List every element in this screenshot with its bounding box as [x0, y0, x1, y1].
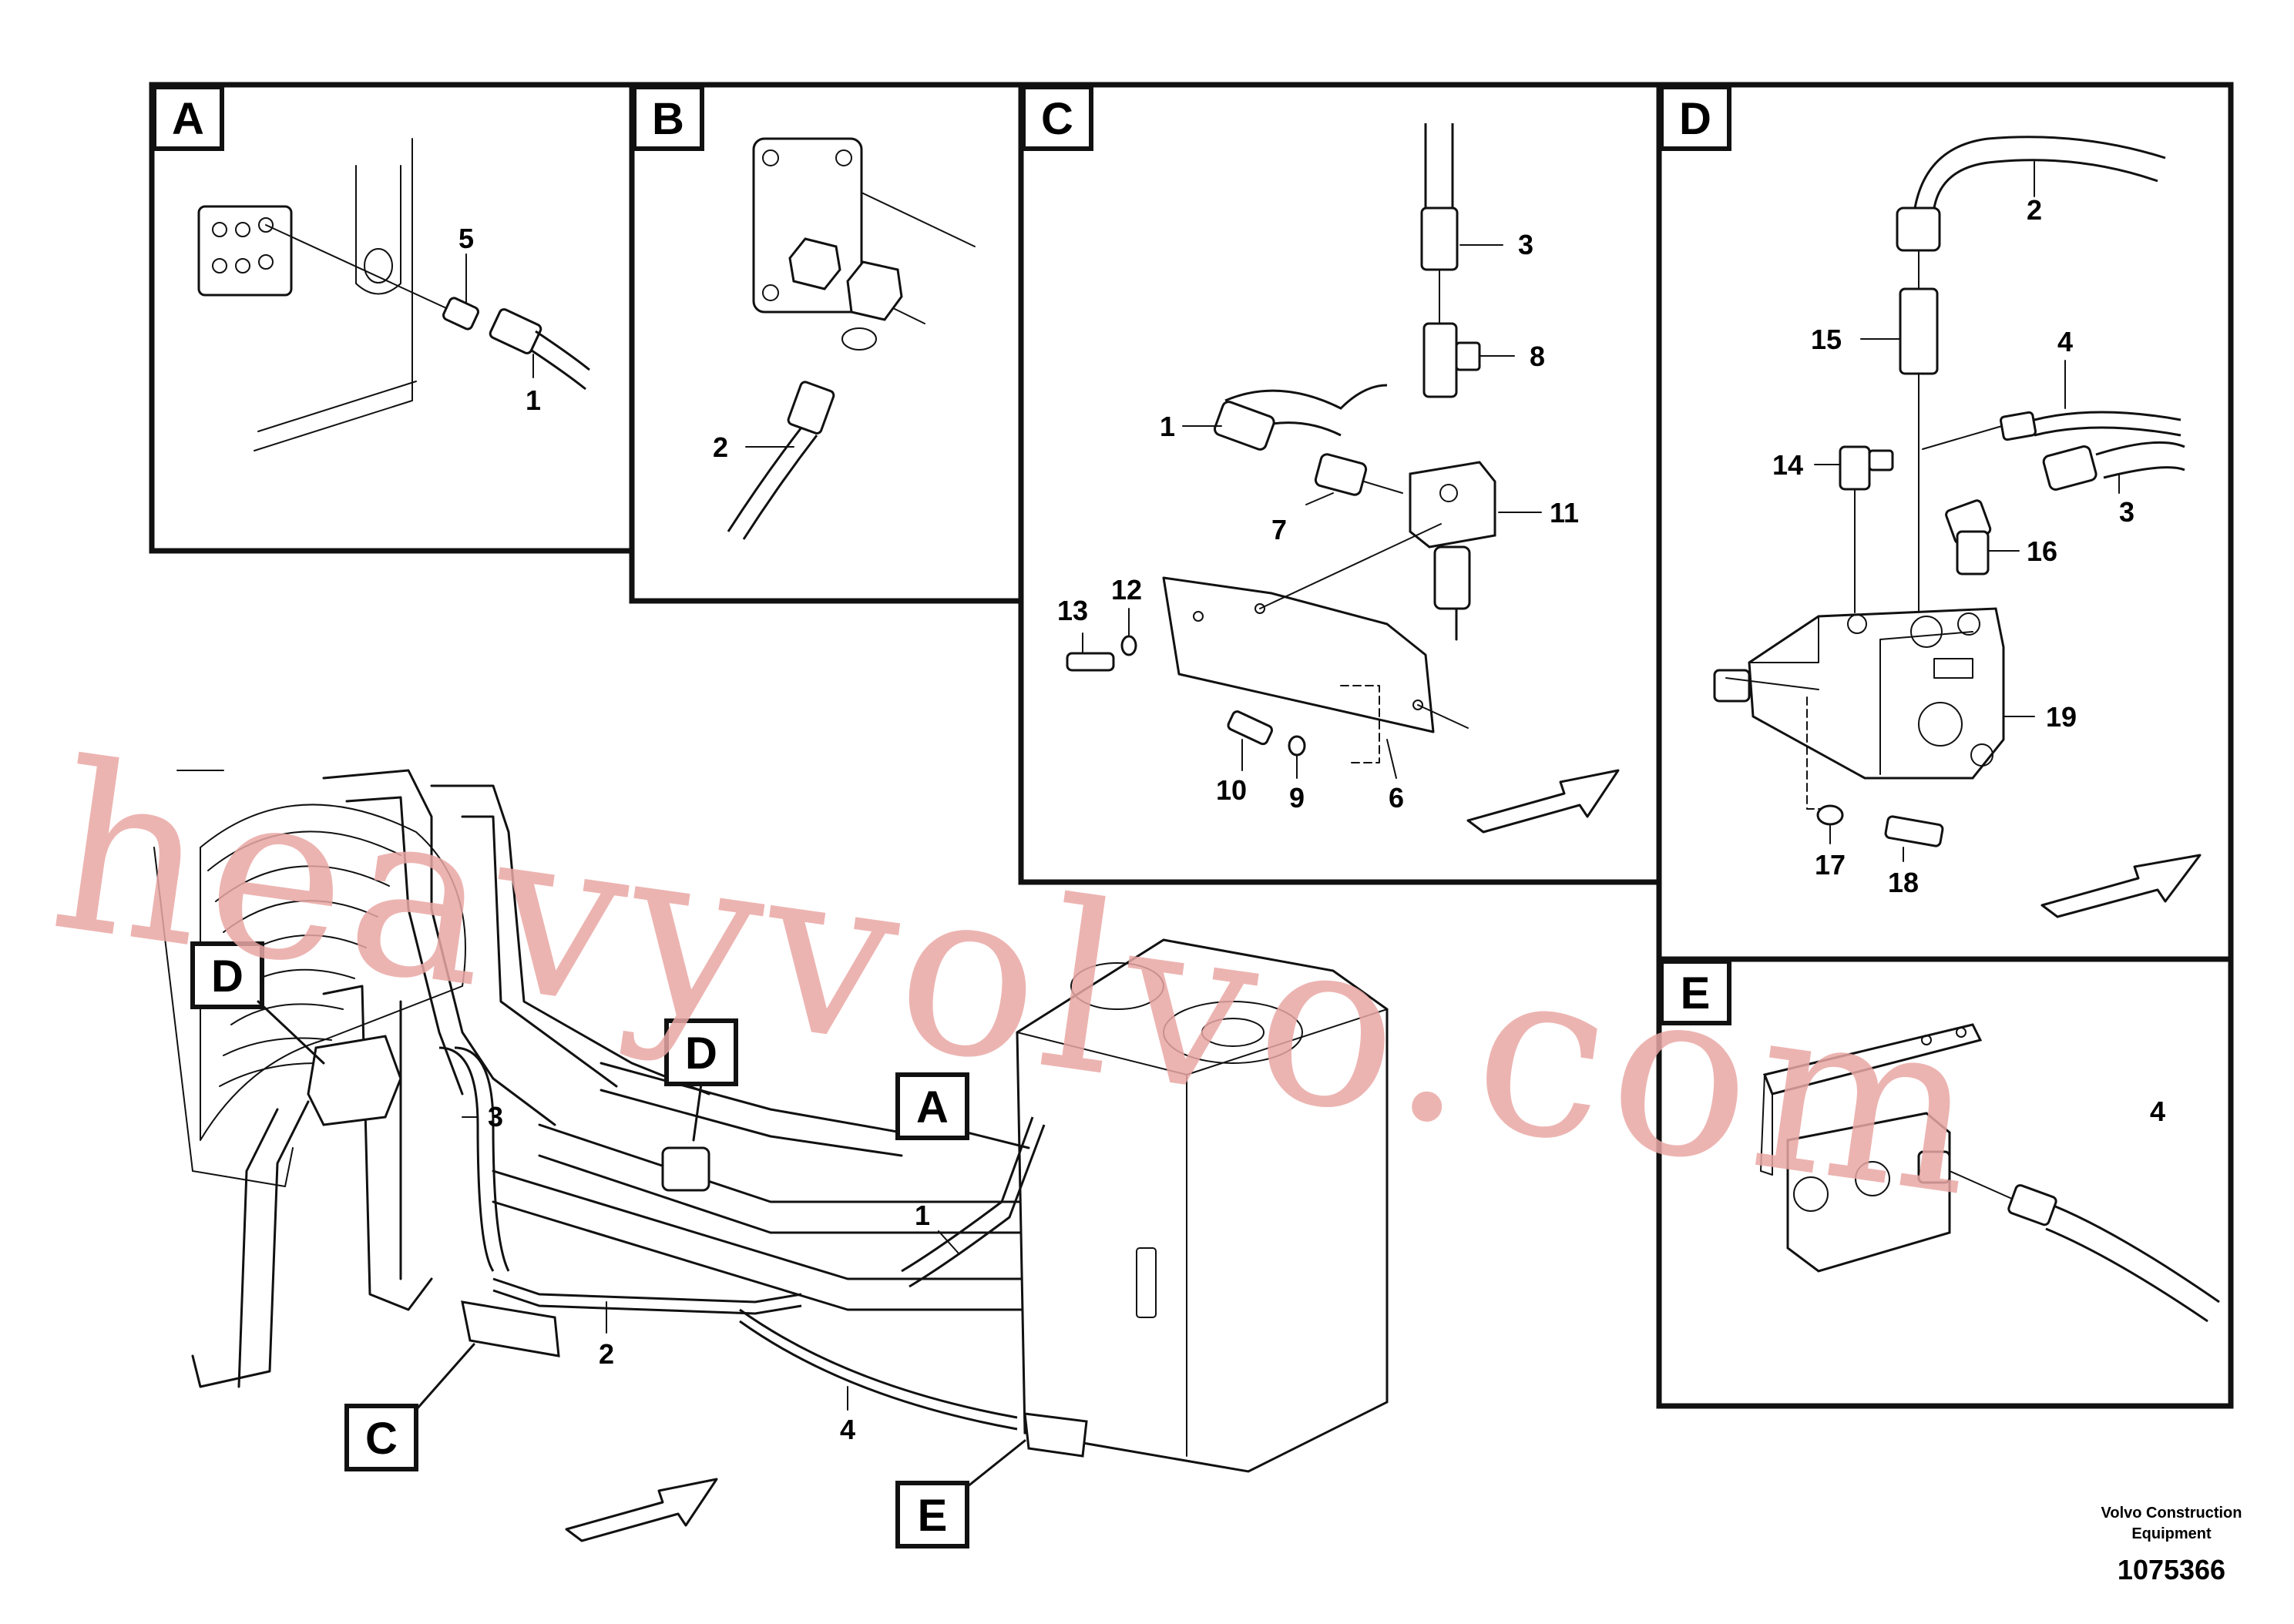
tee-fitting-c8: [1422, 322, 1458, 398]
panel-d-letter: D: [1679, 94, 1711, 144]
hose-fitting-d4: [2000, 411, 2037, 441]
main-hose-2: [492, 1277, 802, 1304]
callout-d-18: 18: [1888, 867, 1919, 898]
callout-c-10: 10: [1216, 774, 1247, 806]
main-callout-1: 1: [915, 1200, 930, 1231]
callout-b-2: 2: [713, 431, 728, 463]
fitting-5: [442, 297, 479, 331]
footer-block: Volvo Construction Equipment 1075366: [2101, 1505, 2242, 1585]
direction-arrow-c: [1466, 769, 1620, 834]
svg-text:A: A: [916, 1082, 949, 1132]
elbow-d14: [1839, 445, 1871, 491]
callout-c-11: 11: [1550, 497, 1579, 528]
main-label-c: [344, 1404, 418, 1471]
pump-body-d19: [1748, 607, 2005, 780]
footer-company-line2: Equipment: [2131, 1525, 2212, 1542]
connector-block-a: [197, 205, 293, 297]
callout-c-9: 9: [1289, 782, 1305, 814]
bracket-e: [1762, 1023, 1983, 1096]
bracket-c6: [1162, 576, 1435, 733]
main-callout-2: 2: [599, 1338, 614, 1370]
panel-c-letter: C: [1041, 94, 1073, 144]
callout-d-4: 4: [2057, 326, 2073, 357]
direction-arrow-d: [2040, 854, 2202, 918]
svg-text:D: D: [211, 951, 244, 1002]
hose-fitting-d3: [2042, 445, 2098, 491]
hose-fitting-e4: [2007, 1184, 2057, 1226]
hose-nut-a: [489, 308, 542, 354]
main-assembly-view: 3 1 2 4 D D A C E: [153, 769, 1389, 1549]
main-valve-e: [1023, 1412, 1088, 1458]
svg-text:C: C: [365, 1414, 398, 1464]
main-callout-4: 4: [840, 1414, 855, 1445]
washer-c9: [1288, 735, 1306, 757]
callout-c-13: 13: [1057, 595, 1088, 626]
callout-a-1: 1: [526, 384, 541, 416]
washer-d17: [1816, 804, 1844, 826]
callout-c-12: 12: [1111, 574, 1142, 606]
direction-arrow-main: [565, 1478, 718, 1542]
callout-d-15: 15: [1811, 324, 1842, 355]
svg-text:E: E: [918, 1491, 948, 1541]
detail-panel-c: C 3 8 1 7 11 6: [1018, 82, 1662, 885]
panel-a-letter: A: [172, 94, 204, 144]
footer-company-line1: Volvo Construction: [2101, 1505, 2242, 1522]
port-fitting-b: [846, 260, 903, 321]
bolt-c13: [1066, 652, 1115, 672]
panel-b-letter: B: [652, 94, 684, 144]
callout-d-19: 19: [2046, 701, 2077, 733]
main-hose-4: [739, 1308, 1018, 1419]
footer-drawing-number: 1075366: [2118, 1554, 2225, 1585]
main-connector-d: [661, 1146, 710, 1192]
cooler-pipe: [322, 769, 556, 1126]
panel-e-letter: E: [1681, 968, 1711, 1018]
main-pump-d: [307, 1035, 402, 1126]
callout-c-1: 1: [1160, 411, 1175, 442]
valve-block-c11: [1409, 461, 1496, 549]
main-pipe-upper: [538, 1123, 1026, 1234]
hose-fitting-d2: [1896, 206, 1941, 252]
cooler-shroud: [200, 804, 466, 1141]
main-label-d-fan: [190, 941, 264, 1009]
adapter-c7: [1314, 453, 1368, 496]
main-hose-1: [901, 1116, 1034, 1273]
detail-panel-a: A 5 1: [149, 82, 635, 554]
callout-d-14: 14: [1772, 449, 1803, 481]
main-pipe-lower: [492, 1169, 1026, 1311]
bolt-c10: [1227, 710, 1273, 746]
callout-c-6: 6: [1389, 782, 1404, 814]
adapter-d15: [1899, 287, 1939, 375]
washer-c12: [1120, 635, 1137, 656]
callout-a-5: 5: [458, 223, 474, 254]
callout-c-7: 7: [1271, 514, 1287, 545]
main-label-a: [895, 1072, 969, 1140]
callout-d-2: 2: [2027, 194, 2042, 226]
main-valve-c: [461, 1300, 560, 1357]
flange-b: [752, 137, 863, 314]
main-label-e: [895, 1481, 969, 1549]
callout-d-3: 3: [2119, 496, 2134, 528]
callout-e-4: 4: [2150, 1096, 2165, 1127]
detail-panel-b: B 2: [629, 82, 1024, 604]
detail-panel-d: D 2 15 4 3 14 16: [1656, 82, 2234, 962]
hose-fitting-c3: [1420, 206, 1459, 271]
main-hose-3: [438, 1046, 495, 1272]
bolt-d18: [1884, 815, 1944, 847]
hose-elbow-c1: [1213, 401, 1275, 451]
callout-c-8: 8: [1530, 341, 1545, 372]
valve-block-e: [1786, 1112, 1951, 1273]
callout-d-17: 17: [1815, 849, 1846, 881]
hose-nut-b: [787, 381, 835, 435]
detail-panel-e: E 4: [1656, 956, 2234, 1409]
svg-text:D: D: [685, 1028, 717, 1079]
main-callout-3: 3: [488, 1101, 503, 1132]
callout-c-3: 3: [1518, 229, 1533, 260]
callout-d-16: 16: [2027, 535, 2057, 567]
